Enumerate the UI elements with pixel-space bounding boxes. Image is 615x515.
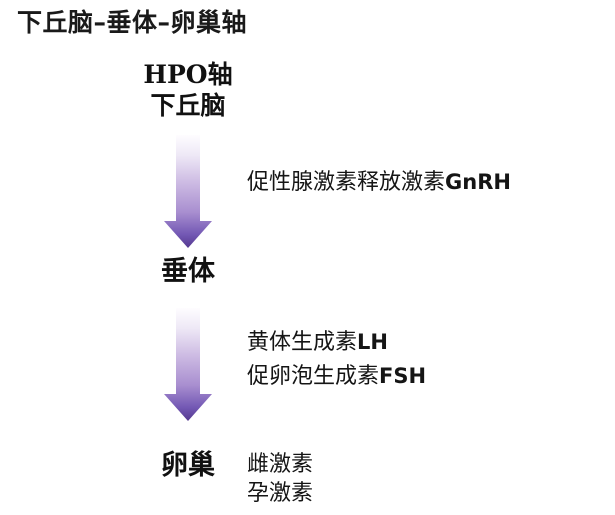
- pituitary-node: 垂体: [108, 256, 268, 288]
- hypothalamus-node: HPO轴 下丘脑: [108, 60, 268, 121]
- label-gnrh: 促性腺激素释放激素GnRH: [247, 168, 511, 197]
- hypothalamus-label: 下丘脑: [150, 90, 226, 120]
- pituitary-label: 垂体: [161, 256, 215, 287]
- fsh-latin-text: FSH: [379, 364, 427, 388]
- estrogen-text: 雌激素: [247, 452, 314, 477]
- page-title: 下丘脑–垂体–卵巢轴: [17, 8, 248, 37]
- gnrh-chinese-text: 促性腺激素释放激素: [247, 170, 446, 195]
- lh-latin-text: LH: [357, 330, 388, 354]
- arrow-hypothalamus-to-pituitary: [164, 135, 213, 249]
- progesterone-text: 孕激素: [247, 481, 314, 507]
- fsh-chinese-text: 促卵泡生成素: [247, 364, 380, 389]
- label-estrogen: 雌激素 孕激素: [247, 450, 313, 508]
- label-fsh: 促卵泡生成素FSH: [247, 362, 426, 391]
- arrow-pituitary-to-ovary: [164, 308, 213, 422]
- gnrh-latin-text: GnRH: [445, 170, 511, 194]
- hpo-axis-subtitle: HPO轴: [143, 60, 233, 89]
- label-lh: 黄体生成素LH: [247, 328, 388, 357]
- lh-chinese-text: 黄体生成素: [247, 330, 358, 355]
- ovary-node: 卵巢: [108, 450, 268, 482]
- ovary-label: 卵巢: [161, 450, 215, 481]
